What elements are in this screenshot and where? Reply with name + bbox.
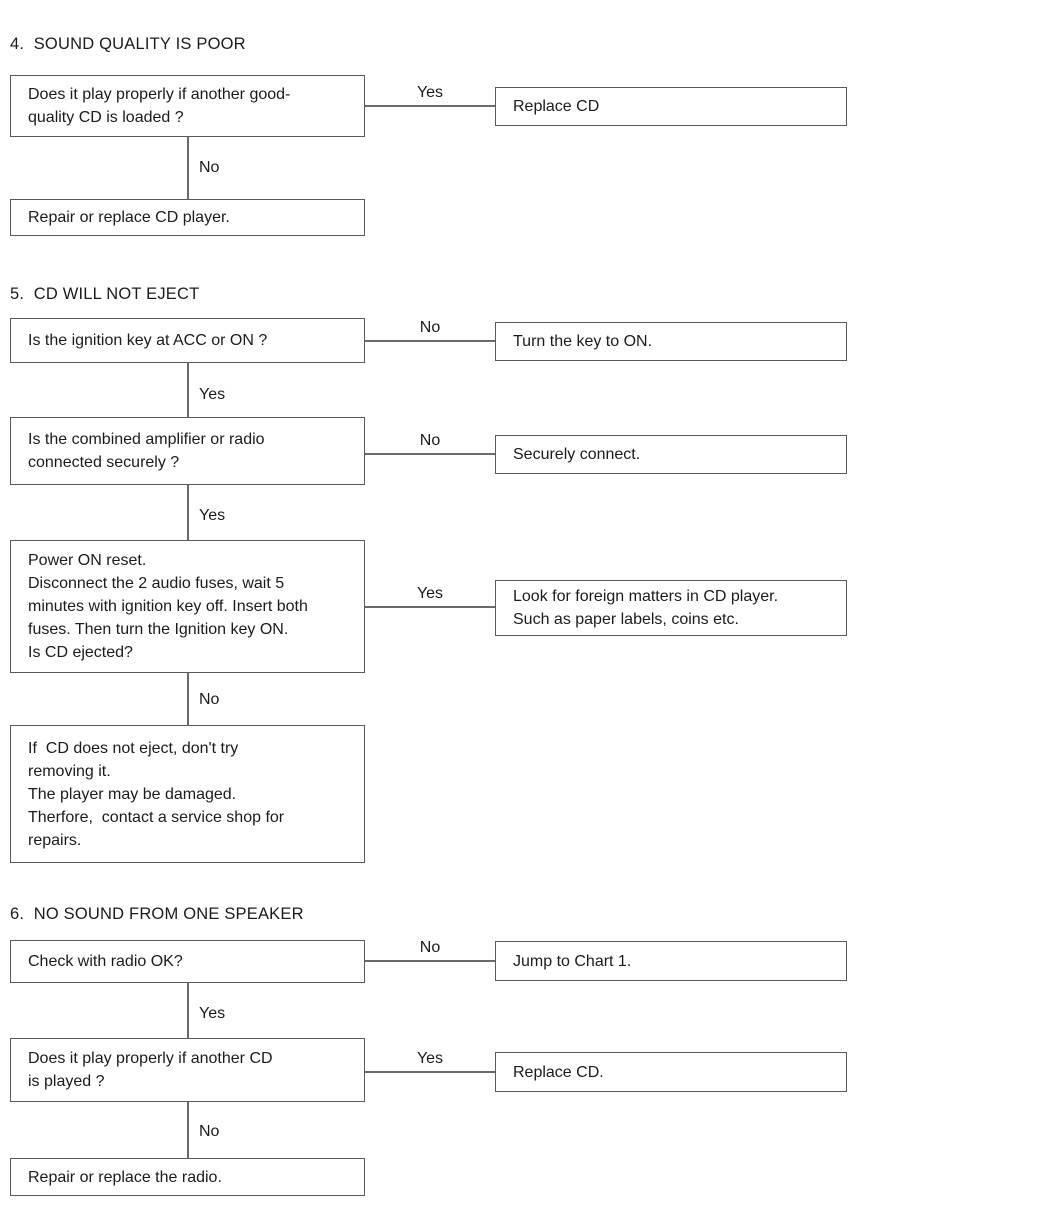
sec5-q2-box: Is the combined amplifier or radio conne… xyxy=(10,417,365,485)
sec6-q1-no-connector-line xyxy=(365,960,495,962)
sec5-q2-no-connector-line xyxy=(365,453,495,455)
section-4-heading: 4. SOUND QUALITY IS POOR xyxy=(10,35,246,53)
sec4-end-text: Repair or replace CD player. xyxy=(28,209,230,226)
sec5-q3-yes-connector-line xyxy=(365,606,495,608)
sec5-q2-no-branch-label: No xyxy=(419,432,441,449)
sec4-yes-connector-line xyxy=(365,105,495,107)
sec6-q2-result-box: Replace CD. xyxy=(495,1052,847,1092)
sec4-question-text: Does it play properly if another good- q… xyxy=(28,86,291,126)
sec5-q1-no-connector-line xyxy=(365,340,495,342)
sec5-q2-text: Is the combined amplifier or radio conne… xyxy=(28,431,265,471)
sec5-end-text: If CD does not eject, don't try removing… xyxy=(28,739,285,849)
sec6-q1-yes-connector-line xyxy=(187,983,189,1038)
sec6-q2-no-branch-label: No xyxy=(199,1123,220,1140)
sec5-q3-result-box: Look for foreign matters in CD player. S… xyxy=(495,580,847,636)
section-6-heading: 6. NO SOUND FROM ONE SPEAKER xyxy=(10,905,304,923)
sec6-q2-text: Does it play properly if another CD is p… xyxy=(28,1050,273,1090)
sec6-q2-yes-branch-label: Yes xyxy=(416,1050,444,1067)
sec4-yes-result-text: Replace CD xyxy=(513,98,600,115)
sec5-q1-text: Is the ignition key at ACC or ON ? xyxy=(28,332,268,349)
sec5-q3-result-text: Look for foreign matters in CD player. S… xyxy=(513,588,779,628)
sec5-q3-no-connector-line xyxy=(187,673,189,725)
sec5-q2-result-text: Securely connect. xyxy=(513,446,641,463)
sec5-q1-result-text: Turn the key to ON. xyxy=(513,333,653,350)
sec4-yes-branch-label: Yes xyxy=(416,84,444,101)
sec6-q1-no-branch-label: No xyxy=(419,939,441,956)
sec5-q1-yes-connector-line xyxy=(187,363,189,417)
sec6-q2-no-connector-line xyxy=(187,1102,189,1158)
sec4-yes-result-box: Replace CD xyxy=(495,87,847,126)
sec6-q1-result-box: Jump to Chart 1. xyxy=(495,941,847,981)
sec5-q3-no-branch-label: No xyxy=(199,691,220,708)
sec6-q1-result-text: Jump to Chart 1. xyxy=(513,952,632,970)
sec5-end-box: If CD does not eject, don't try removing… xyxy=(10,725,365,863)
sec5-q2-yes-connector-line xyxy=(187,485,189,540)
sec5-q1-no-branch-label: No xyxy=(419,319,441,336)
sec4-question-box: Does it play properly if another good- q… xyxy=(10,75,365,137)
sec5-q1-yes-branch-label: Yes xyxy=(199,386,226,403)
sec5-q3-text: Power ON reset. Disconnect the 2 audio f… xyxy=(28,552,308,661)
sec4-no-branch-label: No xyxy=(199,159,220,176)
sec6-end-text: Repair or replace the radio. xyxy=(28,1168,222,1186)
sec4-no-connector-line xyxy=(187,137,189,199)
sec5-q2-yes-branch-label: Yes xyxy=(199,507,226,524)
sec6-q1-box: Check with radio OK? xyxy=(10,940,365,983)
sec6-q2-box: Does it play properly if another CD is p… xyxy=(10,1038,365,1102)
sec6-end-box: Repair or replace the radio. xyxy=(10,1158,365,1196)
section-5-heading: 5. CD WILL NOT EJECT xyxy=(10,285,200,303)
sec6-q1-text: Check with radio OK? xyxy=(28,953,183,970)
sec5-q3-box: Power ON reset. Disconnect the 2 audio f… xyxy=(10,540,365,673)
sec6-q1-yes-branch-label: Yes xyxy=(199,1005,226,1022)
sec6-q2-yes-connector-line xyxy=(365,1071,495,1073)
sec5-q2-result-box: Securely connect. xyxy=(495,435,847,474)
sec5-q1-box: Is the ignition key at ACC or ON ? xyxy=(10,318,365,363)
sec5-q3-yes-branch-label: Yes xyxy=(416,585,444,602)
sec6-q2-result-text: Replace CD. xyxy=(513,1063,604,1081)
sec5-q1-result-box: Turn the key to ON. xyxy=(495,322,847,361)
sec4-end-box: Repair or replace CD player. xyxy=(10,199,365,236)
